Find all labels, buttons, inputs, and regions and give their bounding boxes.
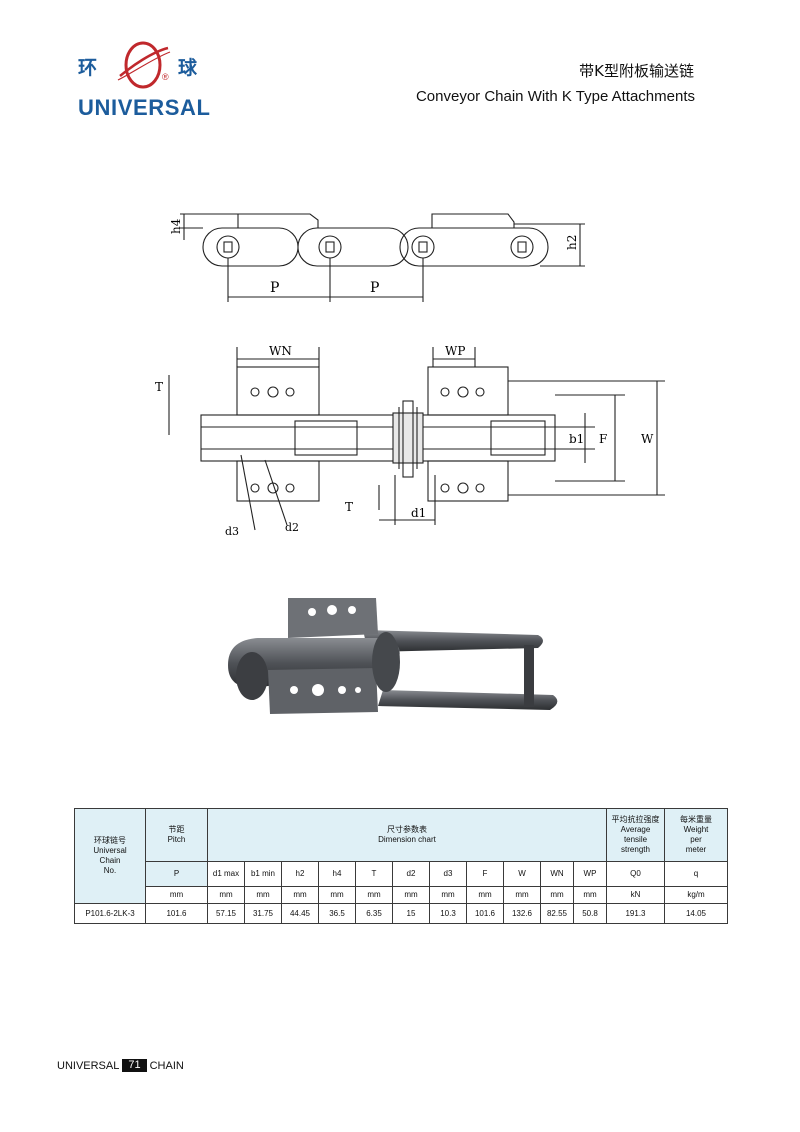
header-dimension-chart: 尺寸参数表 Dimension chart: [207, 808, 607, 862]
table-cell: 132.6: [503, 903, 541, 924]
unit-cell: mm: [355, 886, 393, 904]
page-title-en: Conveyor Chain With K Type Attachments: [415, 88, 695, 105]
registered-mark: ®: [162, 72, 169, 82]
table-cell: 10.3: [429, 903, 467, 924]
dim-label-wn: WN: [269, 344, 292, 358]
dim-label-h2: h2: [565, 235, 579, 250]
page-footer: UNIVERSAL 71 CHAIN: [57, 1059, 184, 1072]
table-cell: P101.6-2LK-3: [74, 903, 146, 924]
logo-cn-right: 球: [178, 57, 199, 79]
dim-label-pitch-1: P: [270, 280, 279, 296]
table-cell: 14.05: [664, 903, 728, 924]
dim-label-t-top: T: [155, 380, 163, 394]
symbol-cell: W: [503, 861, 541, 887]
dim-label-d1: d1: [411, 506, 426, 520]
page-number: 71: [122, 1059, 147, 1072]
dim-label-d3: d3: [225, 525, 239, 538]
header-pitch: 节距 Pitch: [145, 808, 208, 862]
table-cell: 36.5: [318, 903, 356, 924]
table-cell: 101.6: [145, 903, 208, 924]
header-chain-no: 环球链号 Universal Chain No.: [74, 808, 146, 904]
globe-logo-icon: [117, 41, 171, 89]
header-tensile-strength: 平均抗拉强度 Average tensile strength: [606, 808, 665, 862]
table-cell: 15: [392, 903, 430, 924]
unit-cell: mm: [540, 886, 574, 904]
table-cell: 44.45: [281, 903, 319, 924]
chain-top-view-drawing: WN WP T T b1 F W d3 d2 d1: [145, 335, 675, 550]
unit-cell: mm: [281, 886, 319, 904]
table-cell: 101.6: [466, 903, 504, 924]
page-title-cn: 带K型附板输送链: [579, 62, 694, 80]
symbol-cell: WN: [540, 861, 574, 887]
header-weight: 每米重量 Weight per meter: [664, 808, 728, 862]
dimension-table: 环球链号 Universal Chain No. 节距 Pitch 尺寸参数表 …: [74, 808, 728, 924]
symbol-cell: WP: [573, 861, 607, 887]
symbol-cell: d2: [392, 861, 430, 887]
dim-label-f: F: [599, 432, 607, 446]
footer-brand: UNIVERSAL: [57, 1059, 120, 1072]
symbol-cell: F: [466, 861, 504, 887]
dim-label-w: W: [641, 432, 654, 446]
unit-cell: mm: [429, 886, 467, 904]
table-cell: 57.15: [207, 903, 245, 924]
symbol-cell: h4: [318, 861, 356, 887]
footer-category: CHAIN: [149, 1059, 184, 1072]
symbol-cell: q: [664, 861, 728, 887]
unit-cell: mm: [207, 886, 245, 904]
unit-cell: mm: [392, 886, 430, 904]
table-cell: 82.55: [540, 903, 574, 924]
table-cell: 31.75: [244, 903, 282, 924]
symbol-cell: b1 min: [244, 861, 282, 887]
table-cell: 191.3: [606, 903, 665, 924]
dim-label-d2: d2: [285, 521, 299, 534]
symbol-cell: d3: [429, 861, 467, 887]
unit-cell: mm: [466, 886, 504, 904]
dim-label-t-bottom: T: [345, 500, 353, 514]
logo-cn-left: 环: [78, 57, 99, 79]
symbol-cell: Q0: [606, 861, 665, 887]
unit-cell: kg/m: [664, 886, 728, 904]
symbol-cell: T: [355, 861, 393, 887]
table-row: P101.6-2LK-3 101.6 57.15 31.75 44.45 36.…: [74, 903, 728, 924]
unit-cell: mm: [573, 886, 607, 904]
table-cell: 6.35: [355, 903, 393, 924]
chain-product-photo: [218, 590, 578, 730]
table-cell: 50.8: [573, 903, 607, 924]
unit-cell: mm: [145, 886, 208, 904]
unit-cell: mm: [503, 886, 541, 904]
chain-side-view-drawing: h4 h2 P P: [160, 200, 600, 310]
unit-cell: mm: [318, 886, 356, 904]
unit-cell: kN: [606, 886, 665, 904]
unit-cell: mm: [244, 886, 282, 904]
symbol-cell: P: [145, 861, 208, 887]
symbol-cell: h2: [281, 861, 319, 887]
dim-label-b1: b1: [569, 432, 584, 446]
symbol-cell: d1 max: [207, 861, 245, 887]
dim-label-wp: WP: [445, 344, 465, 358]
logo-wordmark: UNIVERSAL: [78, 95, 211, 120]
universal-logo: 环 ® 球 UNIVERSAL: [78, 36, 210, 126]
dim-label-h4: h4: [169, 218, 183, 234]
dim-label-pitch-2: P: [370, 280, 379, 296]
